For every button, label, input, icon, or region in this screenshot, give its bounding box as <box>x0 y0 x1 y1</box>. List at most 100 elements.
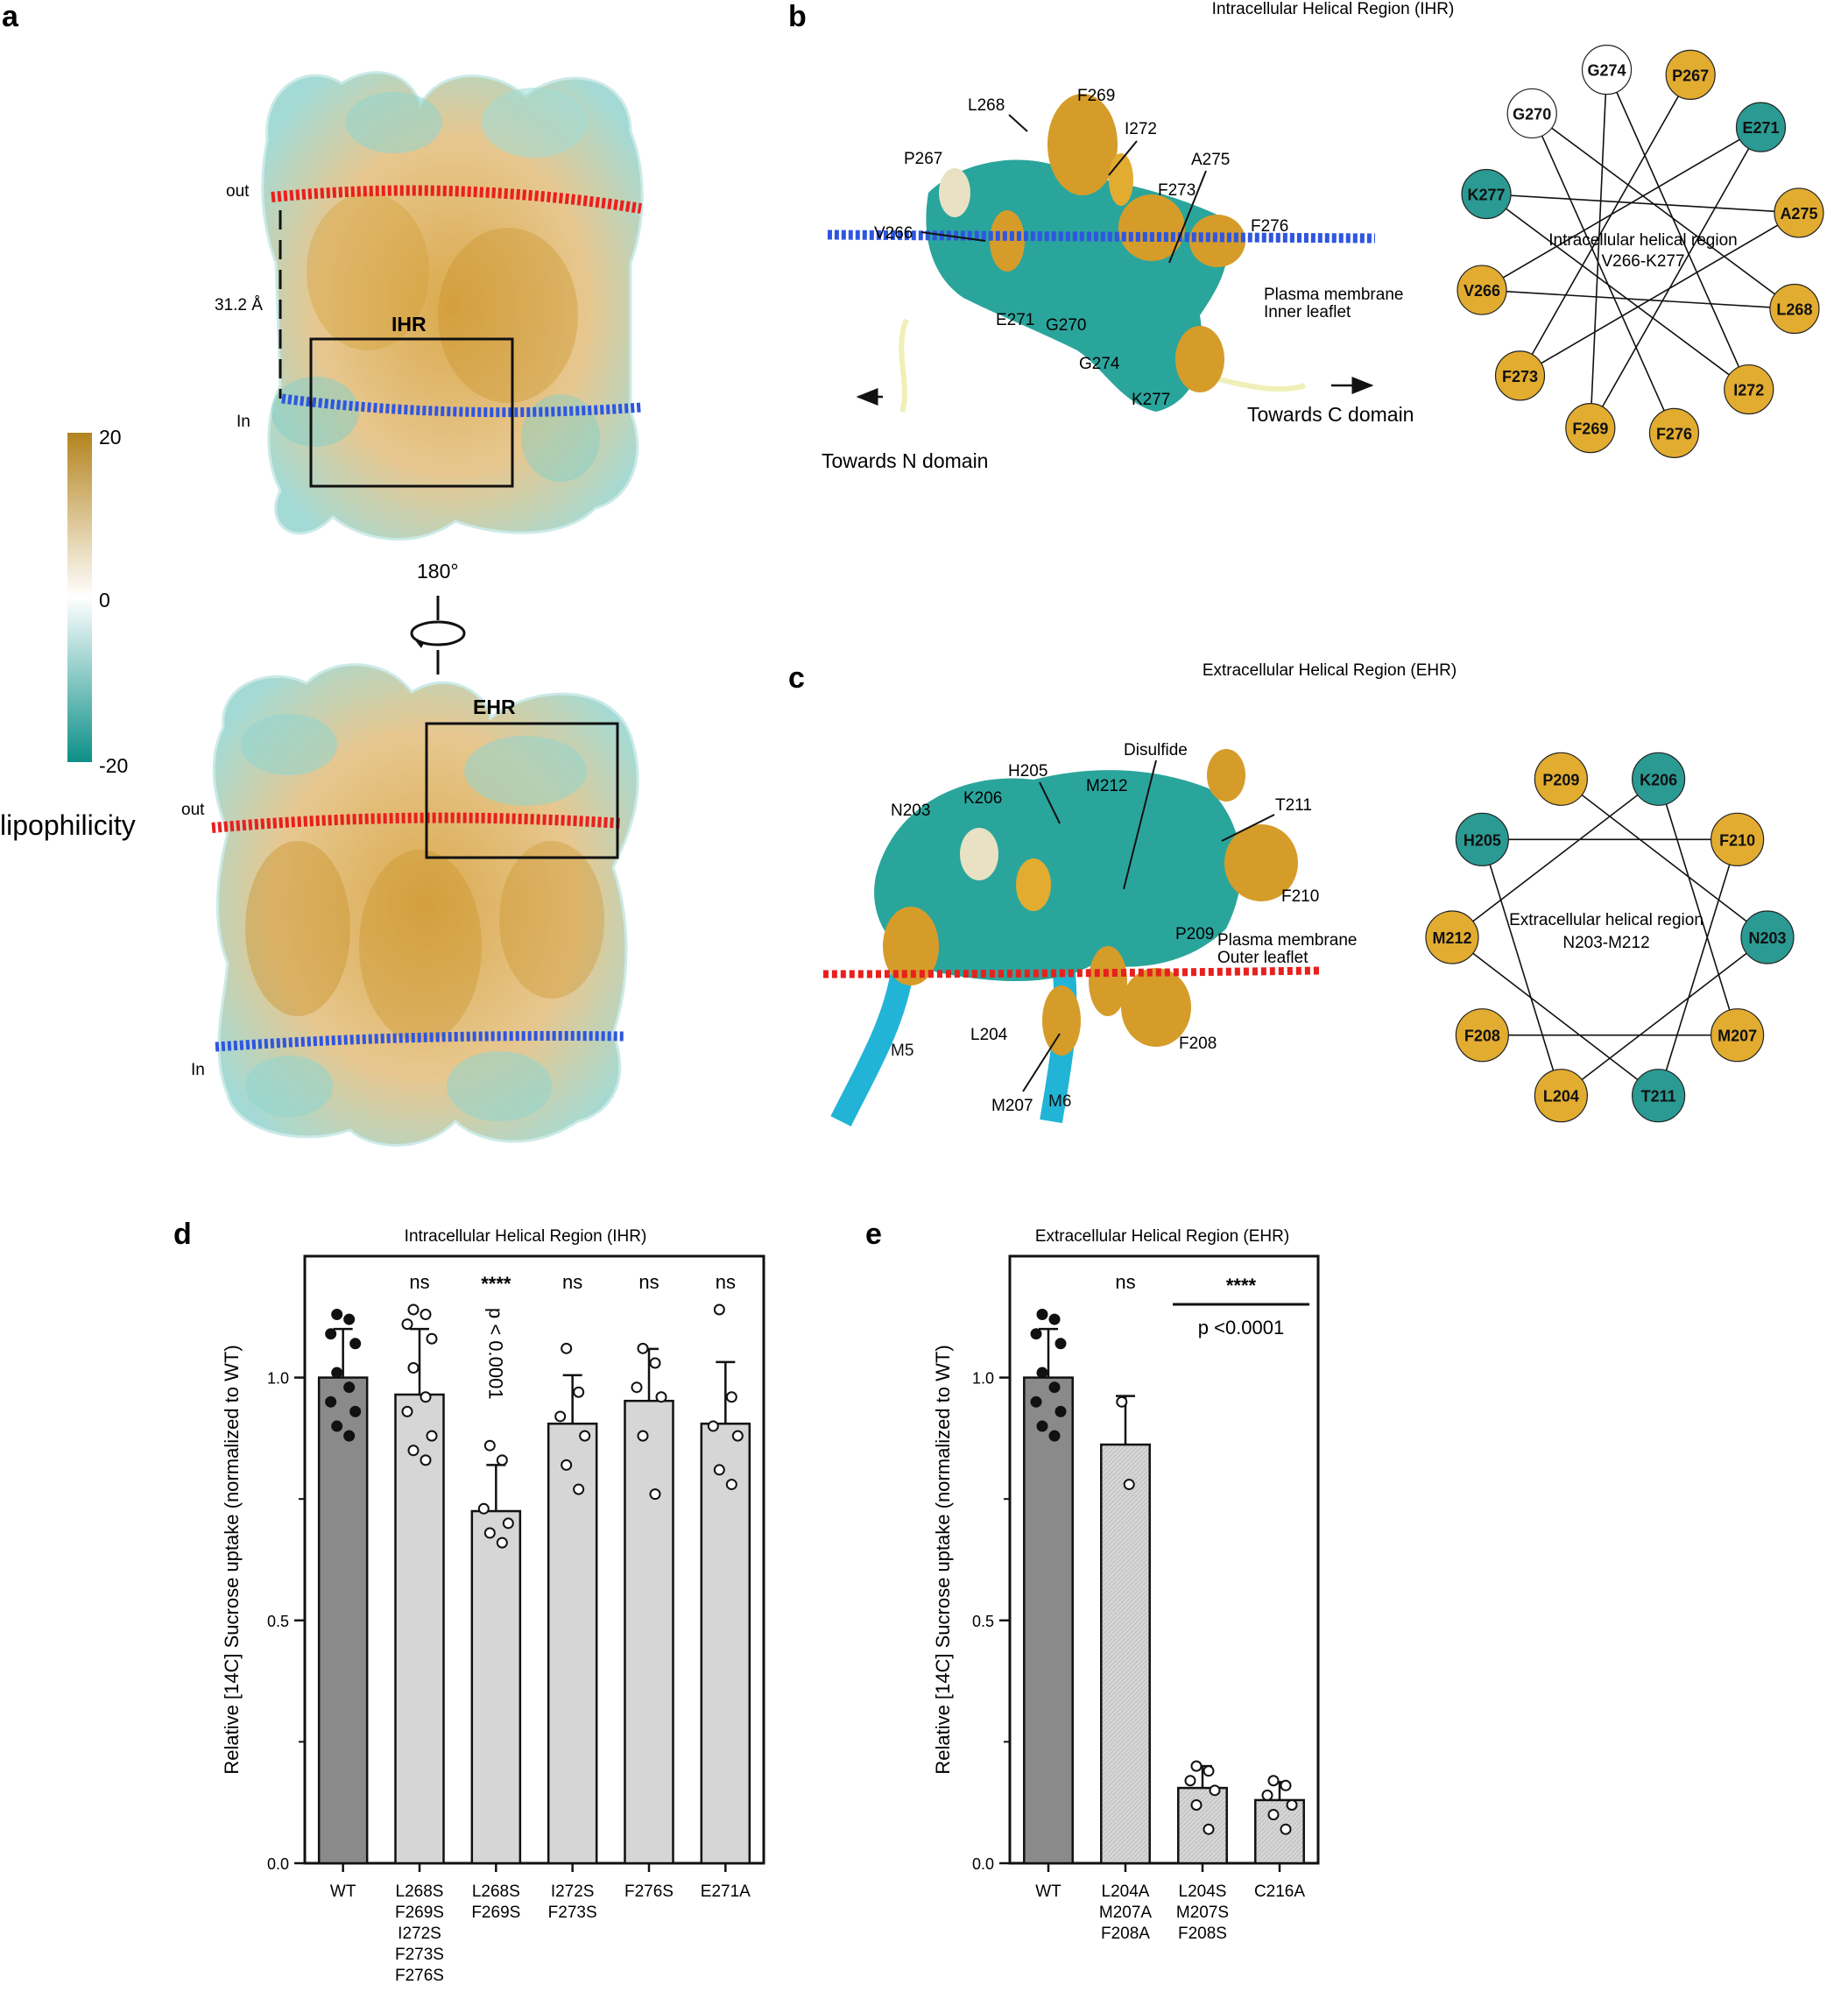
ehr-membrane-line2: Outer leaflet <box>1217 949 1308 967</box>
ihr-wheel-connection <box>1481 126 1761 291</box>
data-point <box>649 1357 661 1369</box>
in-label-bottom: In <box>191 1061 205 1079</box>
data-point <box>420 1309 432 1321</box>
out-label-bottom: out <box>181 801 205 819</box>
panel-letter-b: b <box>788 0 807 33</box>
x-tick-label: L204S <box>1179 1882 1227 1901</box>
y-axis-label: Relative [14C] Sucrose uptake (normalize… <box>221 1345 243 1774</box>
membrane-in-top <box>281 393 642 418</box>
data-point <box>725 1479 737 1491</box>
data-point <box>554 1410 567 1423</box>
ehr-wheel-residue-label: M207 <box>1718 1028 1757 1045</box>
data-point <box>1030 1328 1042 1340</box>
ehr-wheel-connection <box>1657 779 1739 1035</box>
ehr-label-m5: M5 <box>891 1042 913 1060</box>
panel-c: c Extracellular Helical Region (EHR) Dis… <box>788 661 1795 1127</box>
data-point <box>407 1362 420 1374</box>
ehr-wheel-residue-circle <box>1632 1069 1686 1123</box>
ehr-wheel-residue-circle <box>1534 1069 1588 1123</box>
significance-stars: **** <box>1226 1275 1257 1296</box>
ihr-wheel-residue-circle <box>1769 283 1820 335</box>
ehr-wheel-residue-label: M212 <box>1432 929 1471 947</box>
data-point <box>343 1313 356 1325</box>
ehr-wheel-residue-circle <box>1740 910 1795 964</box>
data-point <box>401 1405 413 1417</box>
panel-b: b Intracellular Helical Region (IHR) L26… <box>788 0 1824 472</box>
ehr-residue-labels: Disulfide H205 N203 K206 M212 T211 F210 … <box>891 741 1319 1115</box>
panel-letter-d: d <box>173 1218 192 1251</box>
ehr-wheel-residue-label: L204 <box>1543 1088 1579 1105</box>
bar <box>470 1509 522 1865</box>
data-point <box>420 1391 432 1403</box>
ihr-wheel-connection <box>1485 193 1750 391</box>
membrane-outer-leaflet <box>822 966 1322 978</box>
bar <box>394 1393 445 1865</box>
ihr-helix-illustration <box>899 94 1306 413</box>
panel-letter-c: c <box>788 661 805 695</box>
ihr-wheel-residue-label: V266 <box>1464 282 1500 300</box>
data-point <box>713 1464 725 1476</box>
x-tick-label: F276S <box>395 1967 444 1985</box>
x-tick-label: F269S <box>395 1904 444 1922</box>
protein-surface-bottom <box>212 663 639 1147</box>
ihr-wheel-connection <box>1531 113 1675 434</box>
lipophilicity-colorbar <box>67 433 92 762</box>
data-point <box>655 1391 667 1403</box>
ihr-wheel-connection <box>1531 112 1795 310</box>
ihr-wheel-connection <box>1519 74 1691 377</box>
data-point <box>1116 1395 1128 1408</box>
bar <box>317 1376 369 1865</box>
x-tick-label: I272S <box>398 1925 441 1943</box>
out-label-top: out <box>226 182 250 201</box>
ehr-box-label: EHR <box>473 696 516 718</box>
data-point <box>426 1430 438 1442</box>
data-point <box>1184 1775 1196 1787</box>
ehr-wheel-residue-circle <box>1710 812 1765 866</box>
significance-label: ns <box>638 1271 659 1293</box>
ihr-wheel-connection <box>1486 193 1800 214</box>
data-point <box>426 1332 438 1345</box>
ehr-membrane-line1: Plasma membrane <box>1217 931 1357 950</box>
data-point <box>496 1454 508 1466</box>
ehr-wheel-connection <box>1481 839 1562 1096</box>
data-point <box>349 1338 362 1350</box>
ehr-wheel-residue-circle <box>1425 910 1479 964</box>
ehr-wheel-residue-label: F210 <box>1719 831 1755 849</box>
ihr-label-k277: K277 <box>1132 391 1170 409</box>
data-point <box>1030 1395 1042 1408</box>
ehr-label-l204: L204 <box>970 1026 1008 1044</box>
ehr-wheel-center-line1: Extracellular helical region <box>1509 911 1703 929</box>
ihr-wheel-residue-circle <box>1774 187 1824 238</box>
ihr-wheel-connection <box>1590 69 1608 428</box>
x-tick-label: E271A <box>701 1882 751 1901</box>
ihr-wheel-residue-circle <box>1648 407 1700 458</box>
membrane-out-bottom <box>211 812 623 833</box>
panel-a: a 20 0 -20 lipophilicity IHR out In 31.2… <box>0 0 644 1147</box>
data-point <box>407 1303 420 1316</box>
ehr-label-t211: T211 <box>1275 796 1312 815</box>
data-point <box>1267 1809 1280 1821</box>
data-point <box>420 1454 432 1466</box>
ehr-wheel-connection <box>1560 778 1768 938</box>
bar <box>1100 1443 1151 1865</box>
ehr-label-m6: M6 <box>1048 1092 1071 1111</box>
data-point <box>325 1395 337 1408</box>
protein-surface-top <box>261 71 644 540</box>
ihr-wheel-connection <box>1481 289 1795 310</box>
p-value-label: p < 0.0001 <box>484 1308 506 1400</box>
ihr-label-f273: F273 <box>1158 181 1196 200</box>
bar <box>1023 1376 1074 1865</box>
data-point <box>1036 1367 1048 1379</box>
y-tick-label: 1.0 <box>972 1370 994 1388</box>
data-point <box>731 1430 744 1442</box>
x-tick-label: F208A <box>1101 1925 1150 1943</box>
ihr-label-p267: P267 <box>904 150 942 168</box>
data-point <box>1036 1420 1048 1432</box>
ehr-wheel-residue-label: H205 <box>1464 831 1501 849</box>
ihr-wheel-residue-circle <box>1506 88 1557 139</box>
ihr-box <box>309 337 514 488</box>
p-value-label: p <0.0001 <box>1198 1317 1284 1339</box>
data-point <box>579 1430 591 1442</box>
x-tick-label: L204A <box>1102 1882 1150 1901</box>
ihr-wheel-residue-label: I272 <box>1733 382 1764 399</box>
